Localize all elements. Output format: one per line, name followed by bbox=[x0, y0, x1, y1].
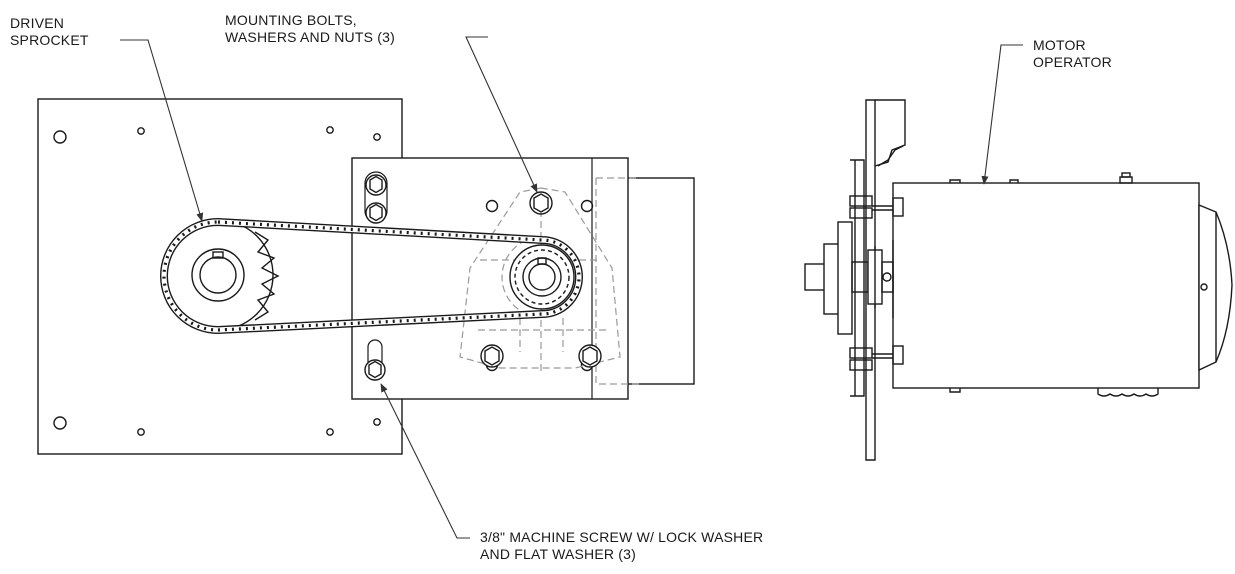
base-plate-hole bbox=[373, 133, 381, 141]
side-bolt-bottom bbox=[849, 345, 904, 371]
bracket-hole bbox=[580, 199, 594, 213]
leader-motor-operator bbox=[981, 44, 1023, 185]
callout-line: 3/8" MACHINE SCREW W/ LOCK WASHER bbox=[480, 529, 764, 545]
mounting-bolt bbox=[480, 344, 504, 368]
callout-driven-sprocket: DRIVEN SPROCKET bbox=[10, 15, 89, 49]
callout-mounting-bolts: MOUNTING BOLTS, WASHERS AND NUTS (3) bbox=[225, 12, 395, 46]
mounting-bolt bbox=[529, 191, 553, 215]
callout-line: SPROCKET bbox=[10, 32, 89, 48]
side-bolt-top bbox=[849, 195, 904, 219]
callout-machine-screw: 3/8" MACHINE SCREW W/ LOCK WASHER AND FL… bbox=[480, 529, 763, 563]
mounting-bolt bbox=[578, 344, 602, 368]
base-plate-hole bbox=[326, 126, 334, 134]
base-plate-hole bbox=[137, 428, 145, 436]
callout-line: AND FLAT WASHER (3) bbox=[480, 546, 637, 562]
front-view bbox=[37, 98, 695, 455]
leader-mounting-bolts bbox=[465, 36, 538, 193]
driven-sprocket bbox=[162, 219, 280, 331]
base-plate-hole bbox=[137, 127, 145, 135]
base-plate-hole bbox=[53, 416, 67, 430]
top-slot-screws bbox=[364, 171, 388, 224]
leader-driven-sprocket bbox=[120, 39, 204, 222]
side-bracket bbox=[850, 159, 865, 397]
side-shaft bbox=[804, 221, 894, 335]
callout-line: OPERATOR bbox=[1033, 54, 1112, 70]
drive-sprocket bbox=[509, 244, 575, 310]
callout-line: MOUNTING BOLTS, bbox=[225, 12, 357, 28]
callout-line: MOTOR bbox=[1033, 37, 1086, 53]
side-view bbox=[804, 99, 1233, 461]
leader-machine-screw bbox=[380, 383, 470, 539]
roller-chain bbox=[160, 217, 583, 335]
base-plate-hole bbox=[373, 418, 381, 426]
leader-lines bbox=[120, 36, 1023, 539]
bracket-hole bbox=[485, 199, 499, 213]
callout-line: DRIVEN bbox=[10, 15, 65, 31]
callout-line: WASHERS AND NUTS (3) bbox=[225, 29, 395, 45]
base-plate-hole bbox=[326, 428, 334, 436]
base-plate-hole bbox=[53, 130, 67, 144]
motor-body bbox=[892, 182, 1200, 389]
callout-motor-operator: MOTOR OPERATOR bbox=[1033, 37, 1112, 71]
bottom-slot-screw bbox=[364, 339, 386, 381]
